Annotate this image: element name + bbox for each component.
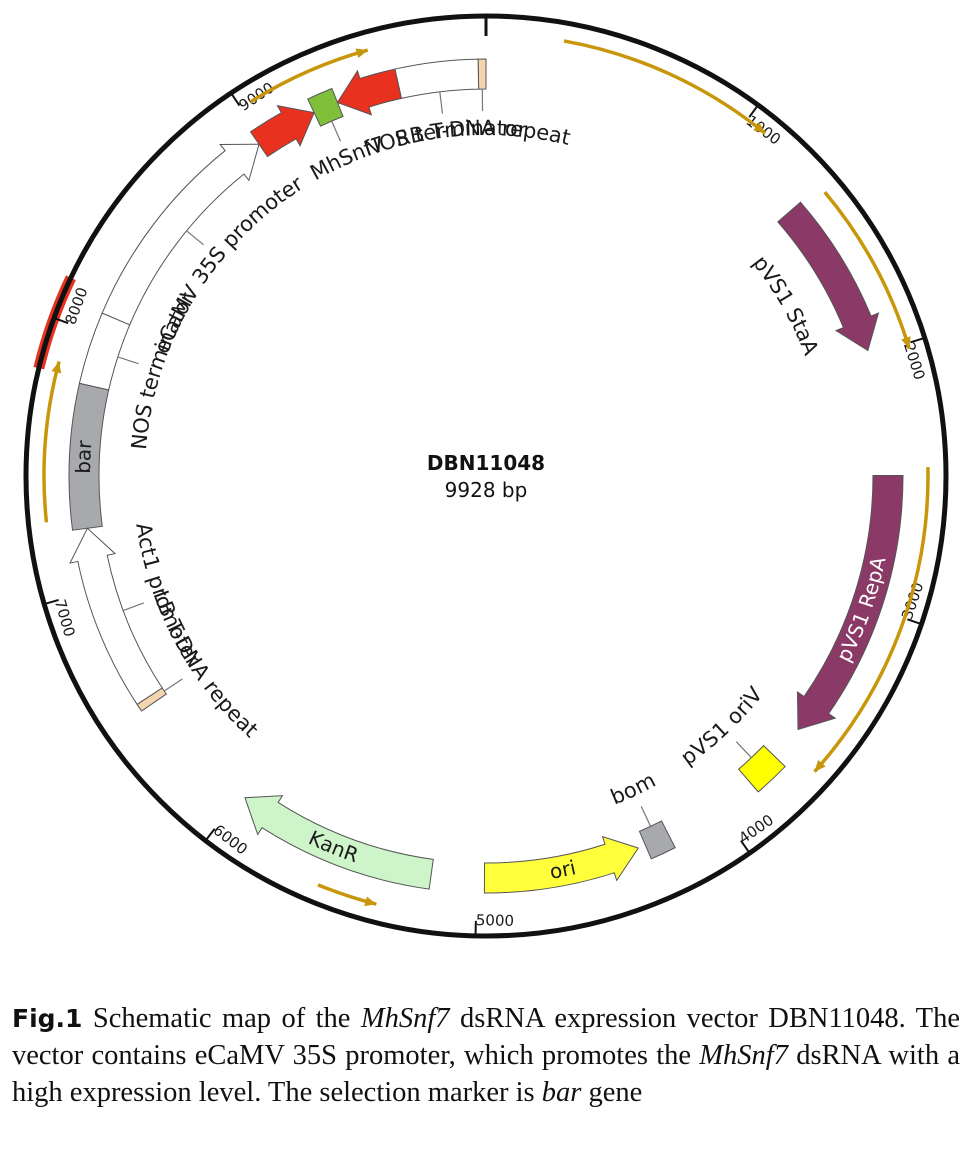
label-bom: bom <box>607 768 659 809</box>
feature-nos-terminator-1 <box>394 58 480 99</box>
leader-act1-promoter <box>122 602 144 612</box>
caption-text-1: Schematic map of the <box>82 1003 361 1034</box>
feature-mhsnf7-loop <box>307 87 344 127</box>
caption-text-2: dsRNA expression vector DBN11048. The ve… <box>12 1003 960 1071</box>
orf-arrow-0 <box>563 39 767 135</box>
feature-bar <box>68 382 110 531</box>
label-bom-text: bom <box>607 768 659 809</box>
orf-arrowhead-2 <box>814 760 826 772</box>
label-lb-tdna-repeat-path <box>143 527 308 774</box>
tick-mark-2000 <box>910 337 925 344</box>
feature-layer <box>68 58 904 894</box>
feature-ecamv-35s-promoter <box>101 143 260 326</box>
caption-gene-mhsnf7-2: MhSnf7 <box>699 1040 788 1071</box>
feature-kanr <box>244 795 434 890</box>
feature-lb-tdna-repeat <box>136 687 168 712</box>
leader-ecamv-35s-promoter <box>186 230 204 246</box>
caption-text-3: dsRNA with a high expression level. The … <box>12 1040 960 1108</box>
plasmid-backbone <box>23 13 949 939</box>
tick-mark-3000 <box>906 618 921 625</box>
tick-mark-9000 <box>230 93 241 107</box>
feature-pvs1-repa <box>796 474 904 731</box>
feature-mhsnf7-antisense <box>336 68 403 116</box>
label-lb-tdna-repeat: LB T-DNA repeat <box>149 587 263 742</box>
tick-label-6000: 6000 <box>210 821 251 859</box>
feature-act1-promoter <box>69 527 163 706</box>
feature-mhsnf7-sense <box>249 105 315 158</box>
figure-label: Fig.1 <box>12 1004 83 1033</box>
orf-arrow-2 <box>813 467 930 773</box>
feature-ori <box>483 835 640 894</box>
orf-arrowhead-5 <box>355 48 368 59</box>
label-bar-text: bar <box>70 439 96 474</box>
tick-label-2000: 2000 <box>900 340 929 382</box>
plasmid-size: 9928 bp <box>445 478 528 502</box>
orf-arrow-4 <box>42 361 61 523</box>
label-lb-tdna-repeat-text: LB T-DNA repeat <box>149 587 263 742</box>
leader-lb-tdna-repeat <box>163 678 183 692</box>
label-ori: ori <box>548 855 578 884</box>
plasmid-name: DBN11048 <box>427 451 545 475</box>
orf-arrowhead-1 <box>901 336 911 349</box>
orf-arrow-1 <box>823 191 911 350</box>
feature-rb-tdna-repeat <box>477 58 487 90</box>
leader-mhsnf7-loop <box>331 120 342 142</box>
tick-label-5000: 5000 <box>476 911 515 930</box>
tick-mark-4000 <box>740 840 750 853</box>
feature-pvs1-staa <box>777 201 880 352</box>
caption-text-4: gene <box>581 1077 643 1108</box>
label-mhsnf7-loop-text: MhSnf7 <box>306 132 388 185</box>
leader-bom <box>640 806 652 827</box>
leader-nos-terminator-1 <box>439 91 444 114</box>
tick-label-4000: 4000 <box>735 811 777 848</box>
caption-gene-mhsnf7: MhSnf7 <box>360 1003 450 1034</box>
leader-nos-terminator-2 <box>117 356 139 365</box>
orf-arrowhead-0 <box>753 122 766 134</box>
label-nos-terminator-2: NOS terminator <box>127 288 200 451</box>
label-mhsnf7-loop: MhSnf7 <box>306 132 388 185</box>
orf-arrow-layer <box>42 39 930 907</box>
tick-mark-6000 <box>205 828 216 841</box>
leader-pvs1-oriv <box>735 741 752 759</box>
orf-arrowhead-3 <box>364 896 377 907</box>
tick-mark-1000 <box>748 105 759 118</box>
label-nos-terminator-2-text: NOS terminator <box>127 288 200 451</box>
feature-nos-terminator-2 <box>78 312 131 391</box>
feature-bom <box>638 820 676 860</box>
orf-arrowhead-4 <box>51 361 62 374</box>
feature-pvs1-oriv <box>737 744 786 793</box>
caption-gene-bar: bar <box>541 1077 582 1108</box>
label-ori-text: ori <box>548 855 578 884</box>
label-bar: bar <box>70 439 96 474</box>
tick-mark-7000 <box>44 598 59 605</box>
figure-caption: Fig.1 Schematic map of the MhSnf7 dsRNA … <box>12 1000 960 1111</box>
tick-mark-8000 <box>54 317 69 325</box>
